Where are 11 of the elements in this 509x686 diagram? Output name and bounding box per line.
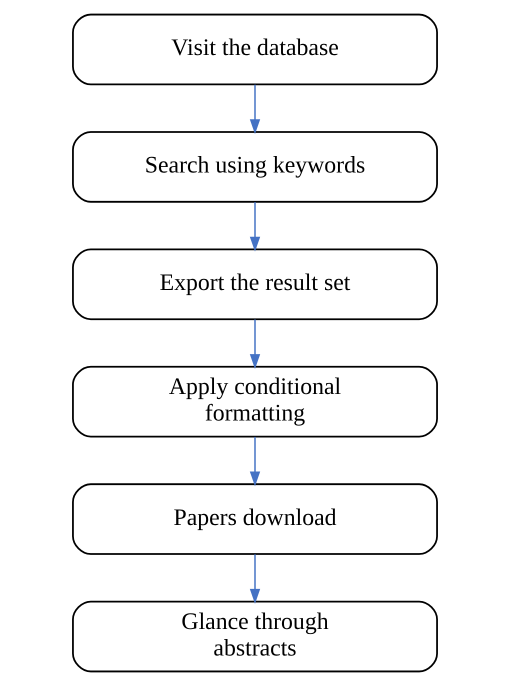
arrow [249, 320, 260, 369]
node-box: Glance through abstracts [72, 600, 438, 672]
node-box: Export the result set [72, 248, 438, 320]
node-box: Apply conditional formatting [72, 366, 438, 438]
node-box: Visit the database [72, 14, 438, 86]
arrow [249, 436, 260, 486]
arrow [249, 84, 260, 134]
arrow [249, 202, 260, 252]
node-box: Papers download [72, 483, 438, 555]
node-box: Search using keywords [72, 131, 438, 203]
arrow [249, 554, 260, 604]
